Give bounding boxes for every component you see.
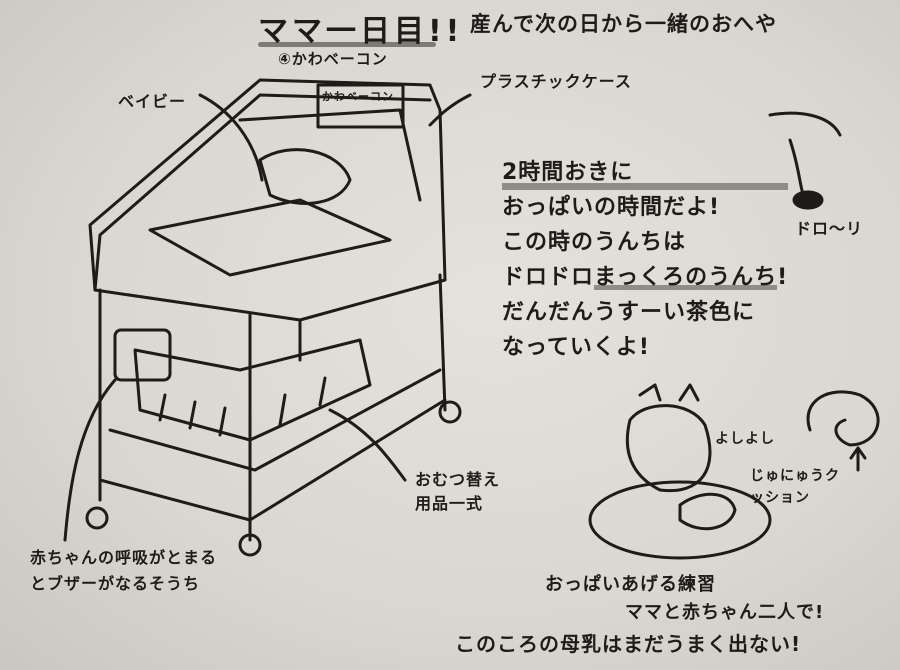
note-line-4: ドロドロまっくろのうんち! — [502, 260, 788, 295]
label-breathing-monitor: 赤ちゃんの呼吸がとまるとブザーがなるそうち — [30, 548, 218, 593]
note-line-2: おっぱいの時間だよ! — [502, 195, 721, 220]
note-line-5: だんだんうすーい茶色に — [502, 300, 756, 325]
page-title: ママ一日目!! — [258, 14, 464, 49]
caption-together: ママと赤ちゃん二人で! — [625, 602, 825, 623]
label-baby: ベイビー — [118, 92, 187, 111]
label-diaper-supplies: おむつ替え用品一式 — [415, 470, 501, 513]
caption-milk: このころの母乳はまだうまく出ない! — [455, 632, 802, 656]
note-line-6: なっていくよ! — [502, 335, 650, 360]
note-line-4b: まっくろのうんち — [594, 265, 778, 290]
note-line-4a: ドロドロ — [502, 265, 595, 290]
label-droori: ドロ～リ — [795, 219, 864, 238]
notes-block: 2時間おきに おっぱいの時間だよ! この時のうんちは ドロドロまっくろのうんち!… — [502, 155, 789, 365]
label-plastic-case: プラスチックケース — [480, 72, 632, 91]
note-line-1: 2時間おきに — [502, 155, 789, 190]
subtitle: 産んで次の日から一緒のおへや — [470, 12, 777, 36]
caption-nursing-practice: おっぱいあげる練習 — [545, 574, 716, 595]
name-card: かわベーコン — [322, 90, 394, 103]
label-yoshiyoshi: よしよし — [715, 431, 775, 447]
note-line-4c: ! — [777, 265, 789, 290]
label-nursing-cushion: じゅにゅうクッション — [750, 468, 840, 506]
title-underline — [258, 42, 436, 47]
author-credit: ④かわベーコン — [278, 50, 388, 68]
note-line-3: この時のうんちは — [502, 230, 687, 255]
